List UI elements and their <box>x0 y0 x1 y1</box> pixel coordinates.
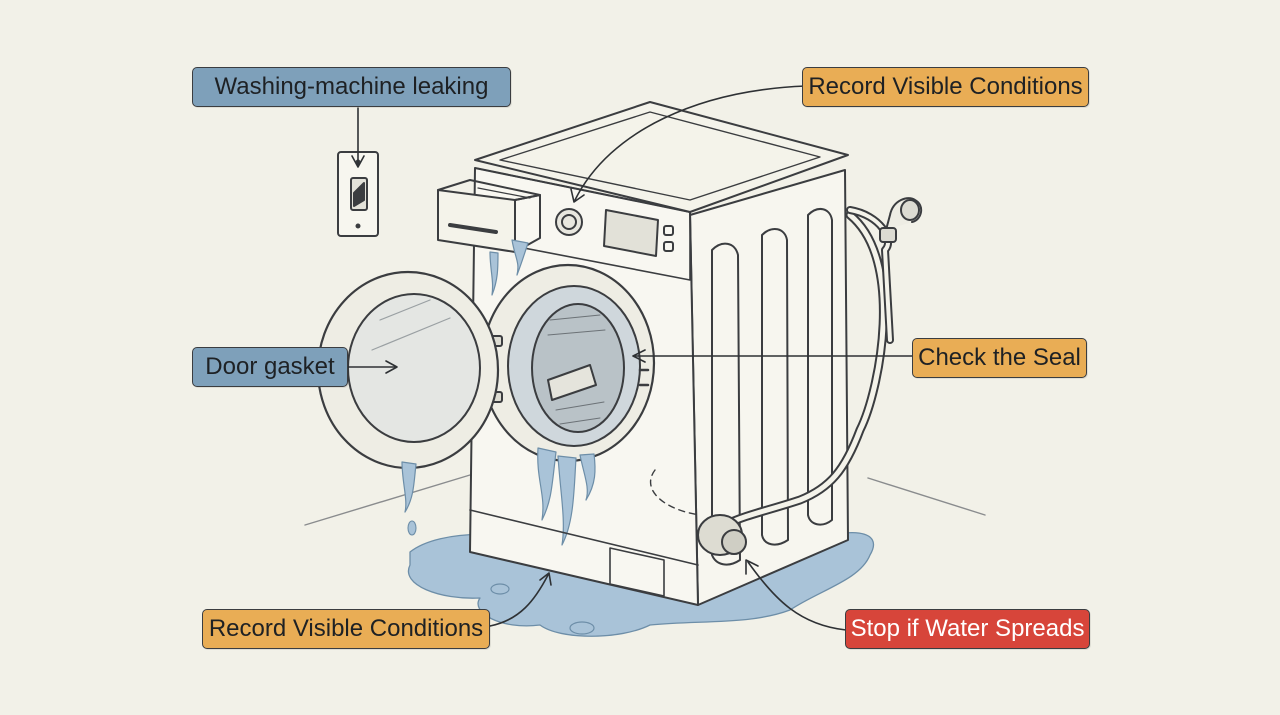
control-panel <box>471 167 691 281</box>
record-conditions-top-label: Record Visible Conditions <box>802 67 1089 107</box>
water-drip <box>401 461 417 513</box>
door-gasket-label: Door gasket <box>192 347 348 387</box>
water-tap-icon <box>879 197 923 243</box>
side-rib <box>761 228 789 546</box>
stop-if-water-spreads-label: Stop if Water Spreads <box>845 609 1090 649</box>
water-drip <box>489 251 499 296</box>
arrow-record-top <box>574 85 807 201</box>
water-drop <box>569 621 595 635</box>
drum <box>531 303 625 433</box>
detergent-drawer <box>437 189 516 253</box>
water-drip <box>579 453 596 501</box>
water-drop <box>407 520 417 536</box>
side-rib <box>807 208 833 526</box>
arrow-record-bottom <box>489 574 549 627</box>
water-drop <box>490 583 510 595</box>
drum-holes <box>547 314 606 425</box>
arrow-stop <box>747 561 847 631</box>
water-drip <box>511 239 529 276</box>
door-glass <box>347 293 481 443</box>
floor-line-right <box>867 477 986 516</box>
record-conditions-bottom-label: Record Visible Conditions <box>202 609 490 649</box>
side-rib <box>711 242 741 566</box>
program-dial <box>555 208 583 236</box>
water-drip <box>557 455 577 546</box>
filter-cover <box>609 547 665 597</box>
floor-line-left <box>304 474 471 526</box>
display-screen <box>603 209 659 257</box>
problem-label: Washing-machine leaking <box>192 67 511 107</box>
water-drip <box>537 447 557 521</box>
leader-lines <box>346 85 913 631</box>
machine-top <box>474 101 849 213</box>
check-seal-label: Check the Seal <box>912 338 1087 378</box>
